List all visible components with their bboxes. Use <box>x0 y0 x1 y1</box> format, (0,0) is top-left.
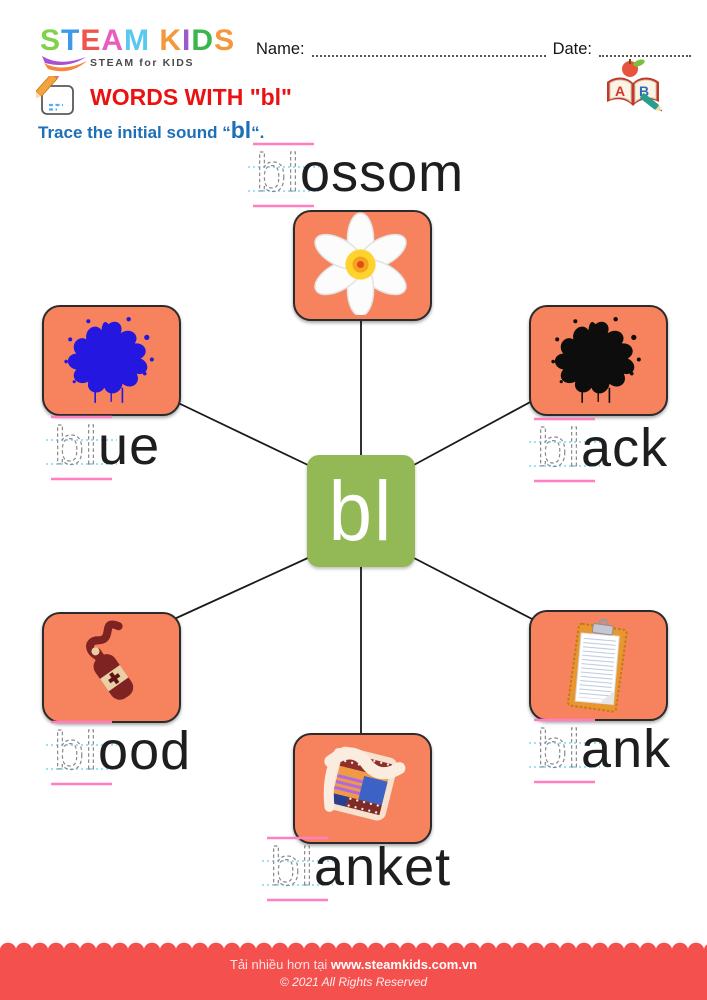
black-paint-splat-image <box>551 316 641 403</box>
logo-letter: A <box>101 24 125 57</box>
footer-site-url: www.steamkids.com.vn <box>330 957 478 972</box>
pencil-paper-icon <box>36 76 74 115</box>
connector-line <box>171 399 311 467</box>
word-rest: ossom <box>300 143 464 203</box>
name-write-line[interactable] <box>311 42 546 57</box>
logo-letter: T <box>61 24 81 57</box>
folded-blanket-image <box>323 746 406 821</box>
svg-text:blossom: blossom <box>256 143 464 203</box>
connector-line <box>411 399 535 467</box>
date-label: Date: <box>552 40 592 58</box>
logo-letter: S <box>40 24 62 57</box>
instruction-suffix: “. <box>251 123 265 142</box>
trace-letters[interactable]: bl <box>536 718 581 779</box>
logo-letter: D <box>191 24 215 57</box>
abc-letter-a: A <box>615 83 625 99</box>
blank-clipboard-image <box>567 618 628 713</box>
svg-text:blue: blue <box>54 416 160 476</box>
page-title: WORDS WITH "bl" <box>90 83 292 110</box>
footer-copyright: © 2021 All Rights Reserved <box>279 975 428 989</box>
logo-letter: I <box>182 24 192 57</box>
blue-paint-splat-image <box>64 316 154 403</box>
word-black: black <box>529 415 667 492</box>
trace-letters[interactable]: bl <box>536 417 581 478</box>
abc-letter-b: B <box>639 83 649 99</box>
word-rest: ank <box>581 719 671 779</box>
date-write-line[interactable] <box>599 42 691 57</box>
word-blue: blue <box>46 413 160 490</box>
footer: Tải nhiều hơn tại www.steamkids.com.vn ©… <box>0 941 707 1000</box>
word-blanket: blanket <box>262 834 456 911</box>
instruction-sound: bl <box>230 117 252 143</box>
svg-text:black: black <box>537 418 668 478</box>
card-blanket <box>293 733 432 844</box>
word-blank: blank <box>529 716 670 793</box>
word-rest: ood <box>98 721 191 781</box>
card-black <box>529 305 668 416</box>
trace-letters[interactable]: bl <box>255 142 300 203</box>
name-label: Name: <box>256 40 305 58</box>
name-date-row: Name: Date: <box>256 40 691 59</box>
word-rest: anket <box>314 837 451 897</box>
card-blood <box>42 612 181 723</box>
logo-wordmark: STEAM KIDS <box>40 26 235 56</box>
svg-text:blood: blood <box>54 721 191 781</box>
footer-line1: Tải nhiều hơn tại www.steamkids.com.vn <box>0 957 707 972</box>
steam-kids-logo: STEAM KIDS STEAM for KIDS <box>40 26 235 73</box>
title-row: WORDS WITH "bl" <box>36 76 292 118</box>
logo-letter: S <box>214 24 236 57</box>
connector-line <box>171 556 311 621</box>
abc-book-icon: A B <box>602 56 664 119</box>
trace-letters[interactable]: bl <box>53 720 98 781</box>
word-blossom: blossom <box>248 140 497 217</box>
trace-letters[interactable]: bl <box>53 415 98 476</box>
instruction-text: Trace the initial sound “bl“. <box>38 117 264 144</box>
footer-download-text: Tải nhiều hơn tại <box>229 957 331 972</box>
logo-swoosh-icon <box>42 56 87 72</box>
word-rest: ack <box>581 418 668 478</box>
logo-letter: K <box>159 24 183 57</box>
trace-letters[interactable]: bl <box>269 836 314 897</box>
logo-letter: M <box>124 24 151 57</box>
word-rest: ue <box>98 416 160 476</box>
center-sound-box: bl <box>307 455 415 567</box>
card-blank <box>529 610 668 721</box>
instruction-prefix: Trace the initial sound “ <box>38 123 231 142</box>
logo-tagline: STEAM for KIDS <box>90 57 195 69</box>
svg-text:blanket: blanket <box>270 837 451 897</box>
svg-text:blank: blank <box>537 719 671 779</box>
flower-blossom-image <box>314 212 407 315</box>
blood-bottle-image <box>86 620 134 700</box>
word-blood: blood <box>46 718 190 795</box>
logo-letter: E <box>80 24 102 57</box>
connector-line <box>411 556 535 621</box>
card-blossom <box>293 210 432 321</box>
center-sound-label: bl <box>328 463 394 559</box>
card-blue <box>42 305 181 416</box>
